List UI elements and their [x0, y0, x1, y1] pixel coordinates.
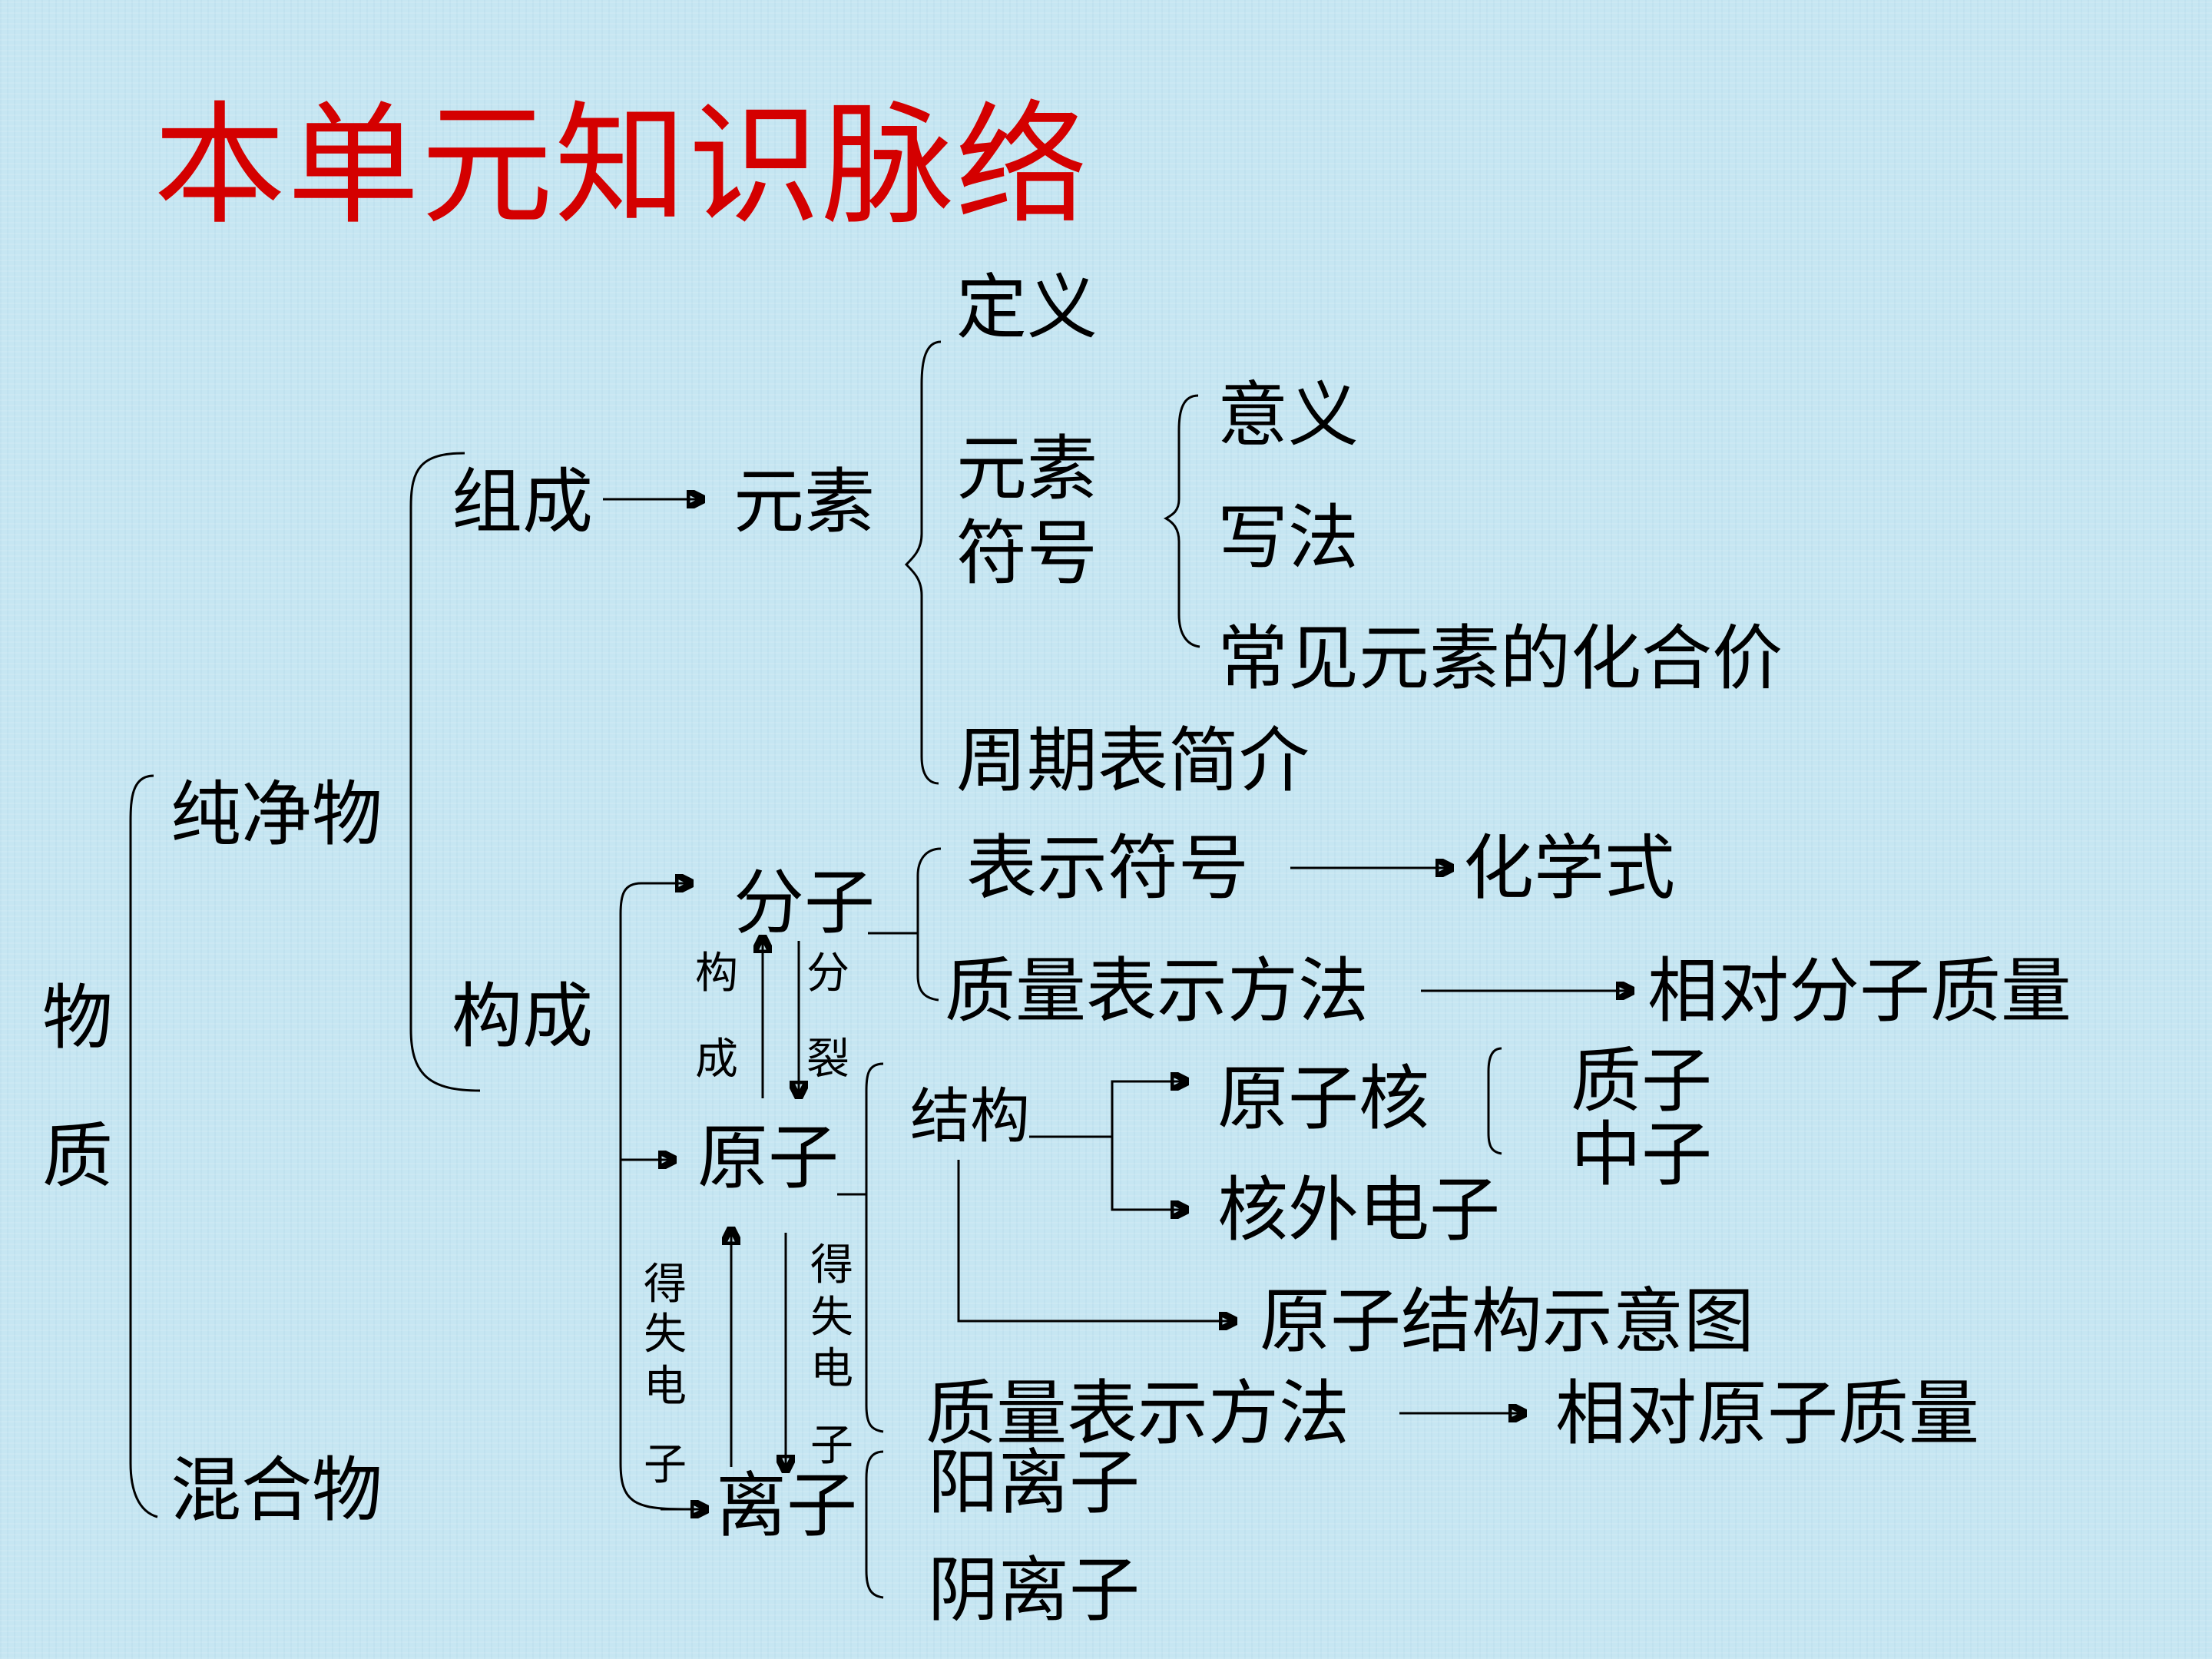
bracket-ion: [865, 1450, 884, 1599]
node-relative-molecular-mass: 相对分子质量: [1647, 950, 2072, 1032]
label-gain-lose-left-3: 电: [644, 1362, 687, 1412]
label-gain-lose-right-2: 失: [810, 1293, 853, 1343]
node-construction: 构成: [452, 975, 594, 1058]
node-cation: 阳离子: [928, 1442, 1141, 1524]
node-anion: 阴离子: [928, 1549, 1141, 1631]
node-composition: 组成: [452, 461, 594, 543]
node-common-valence: 常见元素的化合价: [1217, 618, 1783, 700]
label-gain-lose-left-2: 失: [644, 1310, 687, 1359]
label-gain-lose-right-3: 电: [810, 1344, 853, 1394]
node-proton: 质子: [1571, 1040, 1713, 1122]
node-chemical-formula: 化学式: [1463, 827, 1676, 909]
node-neutron: 中子: [1571, 1114, 1713, 1196]
node-pure-substance: 纯净物: [171, 773, 383, 856]
node-relative-atomic-mass: 相对原子质量: [1555, 1373, 1980, 1455]
bracket-atom: [865, 1062, 884, 1433]
node-element: 元素: [733, 461, 876, 543]
fork-structure: [1111, 1080, 1183, 1211]
node-symbol-writing: 写法: [1217, 497, 1359, 579]
bracket-molecule: [916, 847, 942, 1002]
node-matter-char2: 质: [42, 1115, 114, 1197]
bracket-symbol: [1163, 394, 1200, 648]
line-structure-diagram: [957, 1160, 1233, 1323]
node-symbol-meaning: 意义: [1217, 374, 1359, 456]
label-form-2: 成: [695, 1035, 738, 1084]
bracket-nucleus: [1487, 1047, 1502, 1155]
node-atom: 原子: [697, 1117, 839, 1199]
node-element-symbol-line2: 符号: [956, 512, 1098, 594]
label-form-1: 构: [695, 949, 738, 998]
bracket-construction: [619, 882, 687, 1511]
bracket-pure: [409, 452, 481, 1092]
node-periodic-table: 周期表简介: [956, 720, 1310, 802]
label-gain-lose-right-4: 子: [810, 1421, 853, 1471]
label-gain-lose-left-4: 子: [644, 1440, 687, 1490]
node-nucleus: 原子核: [1217, 1058, 1430, 1140]
node-atom-mass-method: 质量表示方法: [926, 1373, 1350, 1455]
node-element-symbol-line1: 元素: [956, 428, 1098, 510]
node-ion: 离子: [716, 1465, 858, 1547]
node-atom-diagram: 原子结构示意图: [1260, 1280, 1755, 1363]
node-molecule-mass-method: 质量表示方法: [945, 950, 1369, 1032]
label-gain-lose-right-1: 得: [810, 1240, 853, 1290]
bracket-element: [904, 340, 942, 785]
node-molecule: 分子: [733, 862, 876, 944]
label-split-2: 裂: [806, 1035, 849, 1084]
node-definition: 定义: [956, 267, 1098, 349]
node-structure: 结构: [910, 1082, 1031, 1151]
node-mixture: 混合物: [171, 1449, 383, 1532]
node-electrons: 核外电子: [1217, 1169, 1501, 1251]
label-gain-lose-left-1: 得: [644, 1260, 687, 1310]
label-split-1: 分: [806, 949, 849, 998]
node-matter-char1: 物: [42, 977, 114, 1059]
page-title: 本单元知识脉络: [154, 88, 1089, 243]
node-molecule-symbol: 表示符号: [966, 827, 1250, 909]
bracket-matter: [129, 774, 158, 1518]
